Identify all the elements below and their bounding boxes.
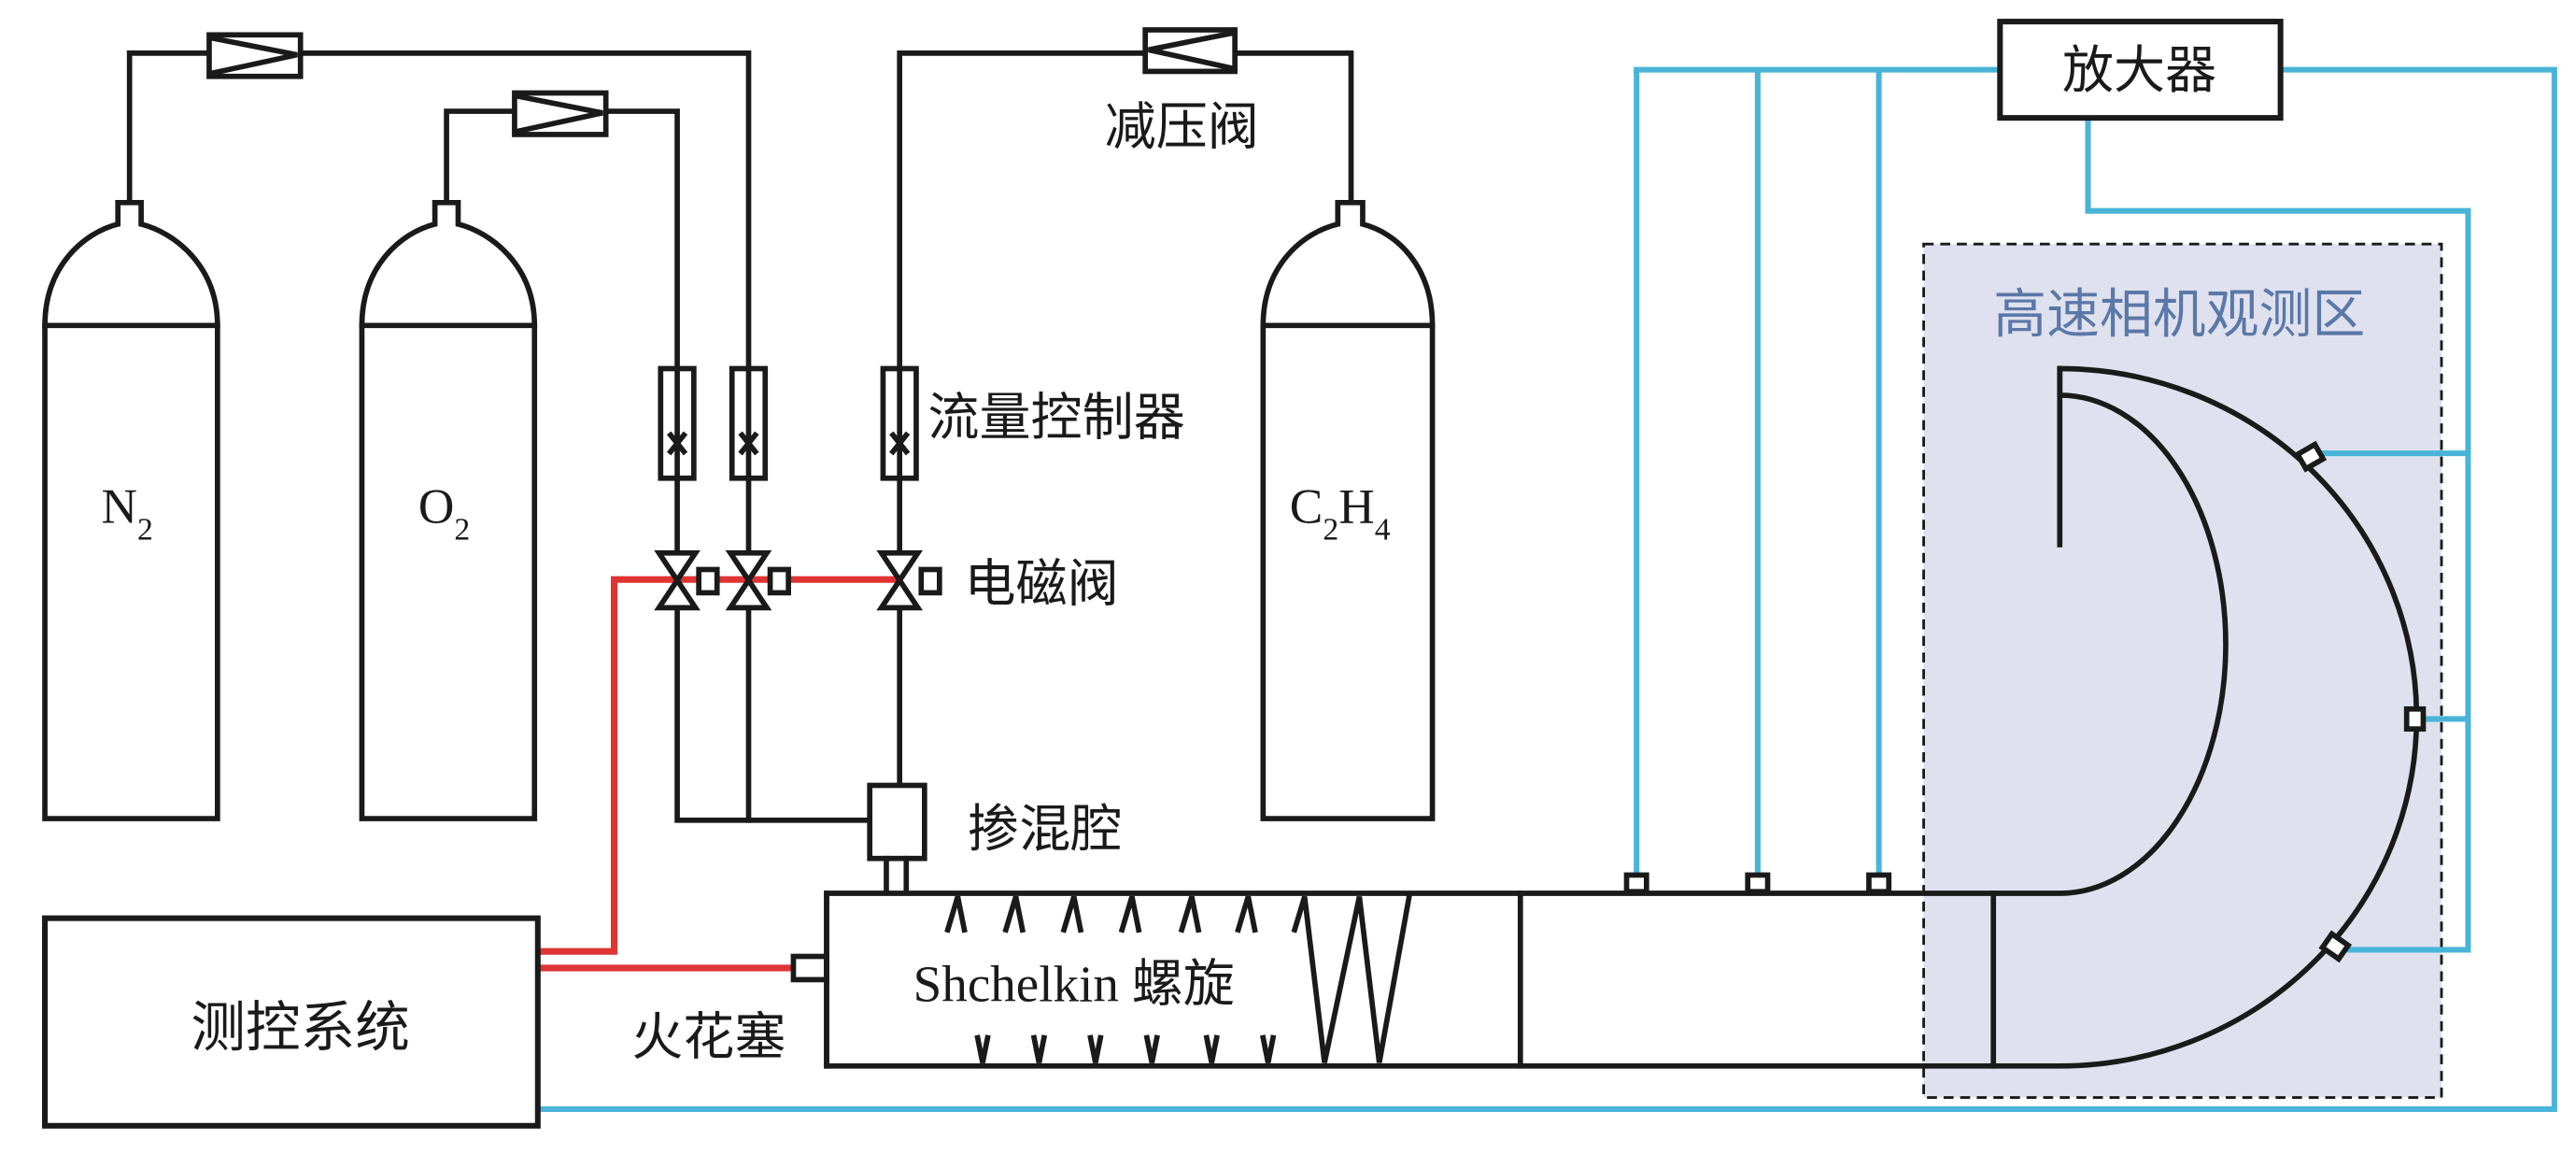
pressure-sensor xyxy=(1745,872,1771,895)
cylinder-n2-label: N2 xyxy=(101,479,152,548)
spark-plug xyxy=(790,953,829,983)
mixing-chamber-label: 掺混腔 xyxy=(968,799,1122,859)
shchelkin-spiral xyxy=(944,893,1413,1063)
control-system-label: 测控系统 xyxy=(191,995,409,1059)
shchelkin-spiral-label: Shchelkin 螺旋 xyxy=(913,956,1235,1013)
solenoid-valve-3 xyxy=(876,549,942,611)
mixing-chamber xyxy=(867,782,927,895)
cylinder-o2-label: O2 xyxy=(418,479,470,548)
amplifier-label: 放大器 xyxy=(2062,40,2216,100)
pressure-reducer-n2 xyxy=(206,32,304,79)
pressure-sensor xyxy=(1866,872,1892,895)
pressure-sensor xyxy=(2318,930,2353,963)
solenoid-valve-label: 电磁阀 xyxy=(964,553,1118,613)
sensor-wiring xyxy=(537,66,2557,1113)
cylinder-o2: O2 xyxy=(359,199,538,821)
flow-controller-2 xyxy=(729,365,769,481)
pressure-sensor xyxy=(2294,440,2328,473)
spark-plug-label: 火花塞 xyxy=(631,1006,786,1066)
cylinder-c2h4-label: C2H4 xyxy=(1290,479,1391,548)
pressure-sensor xyxy=(2403,705,2427,732)
control-wiring xyxy=(537,576,900,972)
cylinder-n2: N2 xyxy=(42,199,220,821)
pressure-sensors xyxy=(1623,440,2427,963)
solenoid-valves xyxy=(654,549,942,611)
flow-controller-1 xyxy=(658,365,697,481)
flow-controllers xyxy=(658,365,919,481)
solenoid-valve-2 xyxy=(725,549,791,611)
pressure-reducer-c2h4 xyxy=(1142,27,1238,75)
flow-controller-3 xyxy=(880,365,919,481)
observation-zone-label: 高速相机观测区 xyxy=(1993,283,2365,345)
amplifier: 放大器 xyxy=(1997,19,2284,121)
pressure-sensor xyxy=(1623,872,1649,895)
pressure-reducer-o2 xyxy=(512,90,609,137)
pressure-reducer-label: 减压阀 xyxy=(1105,97,1259,157)
observation-zone xyxy=(1922,242,2443,1100)
flow-controller-label: 流量控制器 xyxy=(927,388,1184,448)
cylinder-c2h4: C2H4 xyxy=(1260,199,1436,821)
control-system: 测控系统 xyxy=(42,915,541,1129)
solenoid-valve-1 xyxy=(654,549,720,611)
